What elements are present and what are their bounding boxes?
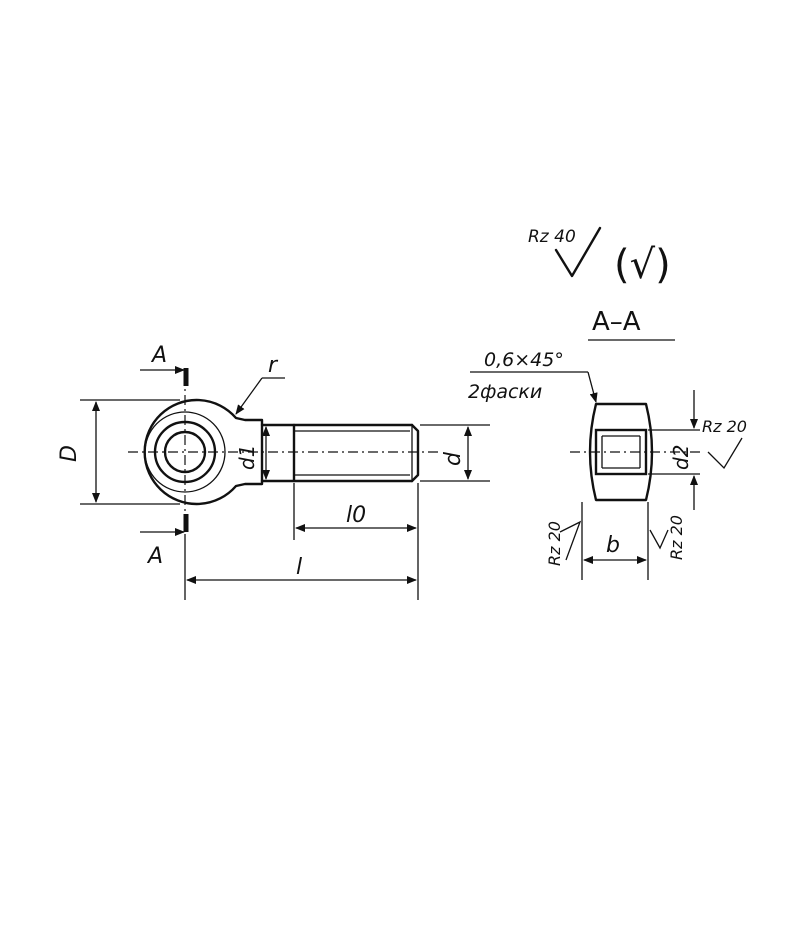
rz-left-section-symbol <box>559 520 582 561</box>
label-d1: d1 <box>235 445 259 470</box>
section-title: A–A <box>592 307 641 337</box>
label-b: b <box>606 533 620 558</box>
label-l: l <box>296 555 302 580</box>
label-r: r <box>268 353 279 378</box>
label-A-top: A <box>150 343 167 368</box>
roughness-general-label: Rz 40 <box>528 227 576 247</box>
rz-right-section-label: Rz 20 <box>667 515 686 560</box>
eye-bolt-main-view: A A r D d1 d l0 l <box>57 343 490 600</box>
roughness-check-icon <box>554 226 602 278</box>
rz-left-section-label: Rz 20 <box>545 521 564 566</box>
eye-inner-ring <box>144 411 226 493</box>
section-A-A: A–A 0,6×45° 2фаски d2 Rz 20 b Rz 20 <box>468 307 747 580</box>
rz-right-section-symbol <box>649 529 669 550</box>
label-l0: l0 <box>346 503 366 528</box>
eye-bore <box>163 430 207 474</box>
chamfer-count-label: 2фаски <box>468 381 542 403</box>
rz-right-symbol <box>707 437 743 470</box>
eye-outline <box>143 398 264 506</box>
roughness-paren-symbol: (√) <box>614 242 671 288</box>
label-A-bottom: A <box>146 544 163 569</box>
label-d2: d2 <box>669 445 693 470</box>
section-body-hatched <box>588 402 654 502</box>
roughness-header: Rz 40 (√) <box>528 226 671 288</box>
label-D: D <box>57 445 82 462</box>
label-d: d <box>441 451 466 466</box>
eye-chamfer-circle <box>153 420 217 484</box>
rz-right-label: Rz 20 <box>702 417 747 436</box>
shank-chamfer-end <box>410 423 420 483</box>
chamfer-label: 0,6×45° <box>484 349 564 371</box>
chamfer-leader <box>587 371 598 403</box>
r-leader <box>235 377 263 415</box>
